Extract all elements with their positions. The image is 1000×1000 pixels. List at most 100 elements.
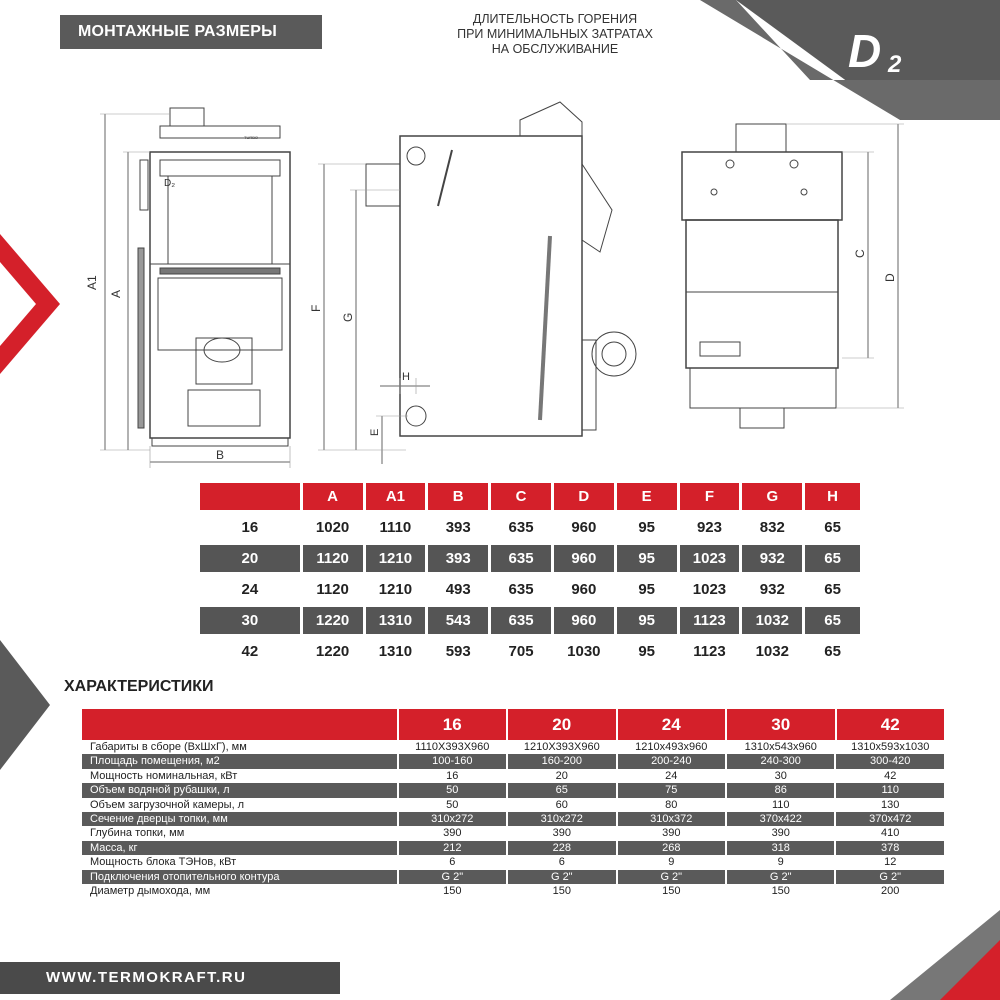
value-cell: 1310x593x1030 (851, 741, 930, 753)
value-cell: 150 (552, 884, 571, 897)
value-cell: 1032 (742, 607, 803, 634)
website-url[interactable]: WWW.TERMOKRAFT.RU (0, 962, 340, 994)
model-header: 20 (508, 709, 616, 740)
value-cell: 65 (805, 607, 861, 634)
value-cell: 1210X393X960 (523, 741, 600, 753)
value-cell: 95 (638, 519, 655, 536)
row-label: Масса, кг (82, 840, 397, 856)
value-cell: 832 (759, 519, 785, 536)
value-cell: 30 (774, 769, 787, 782)
value-cell: G 2" (617, 869, 725, 884)
row-label: Объем водяной рубашки, л (82, 783, 397, 798)
left-arrow-decoration (0, 234, 60, 374)
value-cell: 378 (836, 840, 944, 856)
value-cell: 1023 (679, 545, 740, 572)
value-cell: 1210 (365, 545, 426, 572)
value-cell: 95 (616, 545, 677, 572)
dim-label-a1: A1 (85, 275, 99, 290)
value-cell: 6 (449, 856, 456, 869)
value-cell: 393 (428, 545, 489, 572)
left-arrow-decoration-grey (0, 640, 50, 770)
model-header: 30 (727, 709, 835, 740)
logo-letter: D (848, 25, 881, 77)
value-cell: 95 (616, 607, 677, 634)
model-header: 24 (617, 709, 726, 740)
value-cell: 65 (805, 545, 861, 572)
model-cell: 16 (241, 519, 259, 536)
value-cell: 65 (824, 581, 841, 598)
value-cell: G 2" (398, 869, 507, 884)
value-cell: 1210x493x960 (635, 741, 708, 753)
value-cell: 160-200 (508, 754, 616, 769)
value-cell: 20 (555, 769, 568, 782)
header-cell: G (742, 483, 803, 510)
value-cell: 1120 (316, 581, 349, 598)
value-cell: 410 (881, 827, 900, 840)
value-cell: 1110X393X960 (415, 741, 490, 753)
value-cell: 960 (571, 581, 597, 598)
row-label: Мощность номинальная, кВт (90, 769, 238, 782)
value-cell: 60 (555, 798, 568, 811)
value-cell: 9 (668, 856, 675, 869)
value-cell: 150 (443, 884, 462, 897)
header-cell: A (302, 483, 363, 510)
model-cell: 20 (200, 545, 300, 572)
value-cell: 86 (727, 783, 835, 798)
value-cell: 393 (445, 519, 471, 536)
value-cell: 110 (771, 798, 790, 811)
tagline-line: ПРИ МИНИМАЛЬНЫХ ЗАТРАТАХ (457, 27, 653, 41)
value-cell: 310x272 (398, 811, 507, 827)
value-cell: 1220 (315, 643, 350, 660)
model-cell: 42 (241, 643, 259, 660)
value-cell: 1310x543x960 (744, 741, 817, 753)
dim-label-c: C (853, 249, 867, 258)
value-cell: 150 (771, 884, 790, 897)
tagline-line: НА ОБСЛУЖИВАНИЕ (491, 42, 619, 56)
row-label: Габариты в сборе (ВхШхГ), мм (90, 741, 247, 753)
value-cell: 1032 (755, 643, 789, 660)
value-cell: 1123 (679, 607, 740, 634)
back-view: C D (681, 123, 904, 429)
row-label: Подключения отопительного контура (82, 869, 397, 884)
value-cell: 1123 (693, 643, 726, 660)
value-cell: 95 (638, 643, 655, 660)
characteristics-title: ХАРАКТЕРИСТИКИ (64, 678, 214, 695)
value-cell: 240-300 (727, 754, 835, 769)
dim-label-b: B (216, 448, 224, 462)
value-cell: 635 (508, 581, 534, 598)
value-cell: 95 (638, 581, 655, 598)
value-cell: 6 (558, 856, 565, 869)
value-cell: 1210 (378, 581, 413, 598)
row-label: Площадь помещения, м2 (82, 754, 397, 769)
value-cell: G 2" (727, 869, 835, 884)
header-cell: B (428, 483, 489, 510)
value-cell: 1030 (567, 643, 601, 660)
value-cell: 12 (884, 856, 897, 869)
value-cell: 200 (881, 884, 900, 897)
value-cell: 390 (552, 827, 571, 840)
value-cell: 24 (665, 769, 678, 782)
value-cell: 1020 (315, 519, 350, 536)
header-cell: E (616, 483, 677, 510)
characteristics-header-row: 16 20 24 30 42 (82, 709, 945, 740)
value-cell: 960 (553, 545, 614, 572)
value-cell: 228 (508, 840, 616, 856)
value-cell: 1110 (379, 519, 412, 536)
value-cell: 960 (571, 519, 597, 536)
model-cell: 24 (241, 581, 259, 598)
boiler-drawings: D₂ TURBO A1 A B (85, 101, 904, 468)
characteristics-table: 16 20 24 30 42 Габариты в сборе (ВхШхГ),… (82, 709, 945, 898)
value-cell: 1220 (302, 607, 363, 634)
value-cell: 100-160 (398, 754, 507, 769)
value-cell: 1310 (378, 643, 413, 660)
